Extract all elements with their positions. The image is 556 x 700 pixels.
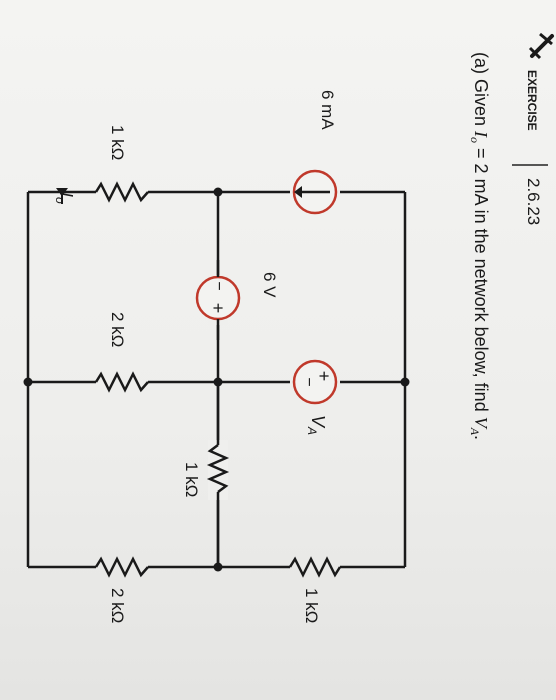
junction-dot [213,377,223,387]
voltage-source-6v-plus: + [208,303,228,314]
current-source-label: 6 mA [318,90,337,130]
target-variable: V [471,417,491,430]
current-source-6ma [290,169,340,215]
problem-text-before: Given [471,79,491,131]
dependent-source-label: V [308,415,328,429]
resistor-center-label: 1 kΩ [182,462,201,497]
problem-part: (a) [471,52,491,74]
current-io-subscript: o [53,197,67,204]
junction-dots [23,187,410,572]
exercise-header: EXERCISE 2.6.23 [512,32,554,225]
given-variable-subscript: o [468,137,482,143]
voltage-source-6v: − + [195,260,241,340]
resistor-top-right-1k [288,556,342,578]
current-source-arrowhead [294,186,302,198]
resistor-middle-2k [94,371,149,393]
resistor-left-1k [94,181,149,203]
voltage-source-6v-label: 6 V [260,272,279,298]
problem-statement: (a) Given Io = 2 mA in the network below… [468,52,491,440]
circuit-labels: 6 mA 1 kΩ Io 6 V 2 kΩ VA 1 kΩ 1 kΩ 2 kΩ [53,90,337,623]
exercise-icon [528,32,554,60]
io-current-arrow [56,188,68,204]
problem-text-end: . [471,435,491,440]
resistor-middle-label: 2 kΩ [108,312,127,347]
resistor-top-right-label: 1 kΩ [302,588,321,623]
given-variable: I [471,130,491,138]
resistor-center-1k [206,444,230,493]
dependent-source-subscript: A [305,426,319,435]
voltage-source-va-minus: − [300,377,317,386]
junction-dot [213,562,223,572]
resistor-bottom-right-2k [94,556,149,578]
junction-dot [400,377,410,387]
voltage-source-va-plus: + [314,371,334,382]
voltage-source-6v-minus: − [210,281,227,290]
target-variable-subscript: A [468,427,482,436]
resistor-bottom-right-label: 2 kΩ [108,588,127,623]
resistor-left-label: 1 kΩ [108,125,127,160]
exercise-badge: EXERCISE [525,70,539,131]
problem-text-middle: = 2 mA in the network below, find [471,143,491,417]
junction-dot [23,377,33,387]
svg-text:VA: VA [305,415,328,435]
current-io-label: I [56,192,76,197]
svg-text:Io: Io [53,192,76,204]
junction-dot [213,187,223,197]
voltage-source-va: + − [292,359,338,405]
exercise-number: 2.6.23 [524,178,543,225]
